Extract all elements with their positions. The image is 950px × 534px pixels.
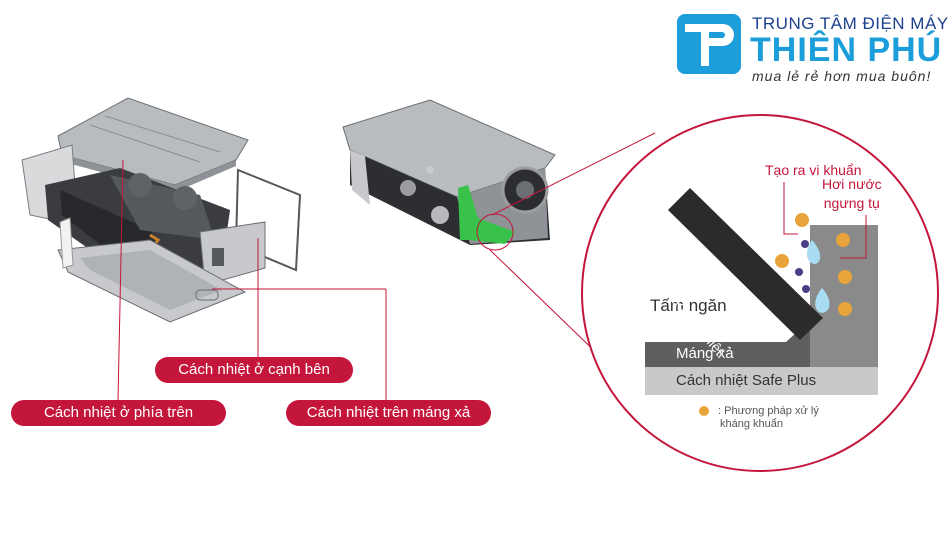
safe-plus-label: Cách nhiệt Safe Plus — [676, 372, 817, 389]
logo-brand-name: THIÊN PHÚ — [750, 31, 943, 69]
panel-label: Tấm ngăn — [650, 296, 727, 315]
top-insulation-callout: Cách nhiệt ở phía trên — [11, 400, 226, 426]
logo-tagline-top: TRUNG TÂM ĐIỆN MÁY ® — [752, 14, 950, 33]
vapor-label-line2: ngưng tụ — [823, 195, 880, 211]
detail-circle — [581, 114, 939, 472]
logo-icon — [677, 14, 741, 74]
drain-tray-label: Máng xả — [676, 345, 734, 362]
exploded-unit-illustration — [21, 97, 302, 323]
vapor-label: Hơi nước ngưng tụ — [822, 175, 882, 213]
legend-note-line1: : Phương pháp xử lý — [718, 405, 819, 417]
logo-slogan: mua lẻ rẻ hơn mua buôn! — [752, 68, 932, 84]
vapor-label-line1: Hơi nước — [822, 176, 882, 192]
drain-insulation-callout: Cách nhiệt trên máng xả — [286, 400, 491, 426]
callout-lines — [117, 159, 387, 401]
legend-note-line2: kháng khuẩn — [720, 418, 783, 430]
bacteria-label: Tạo ra vi khuẩn — [765, 162, 862, 178]
assembled-unit-illustration — [342, 99, 556, 245]
side-insulation-callout: Cách nhiệt ở cạnh bên — [155, 357, 353, 383]
